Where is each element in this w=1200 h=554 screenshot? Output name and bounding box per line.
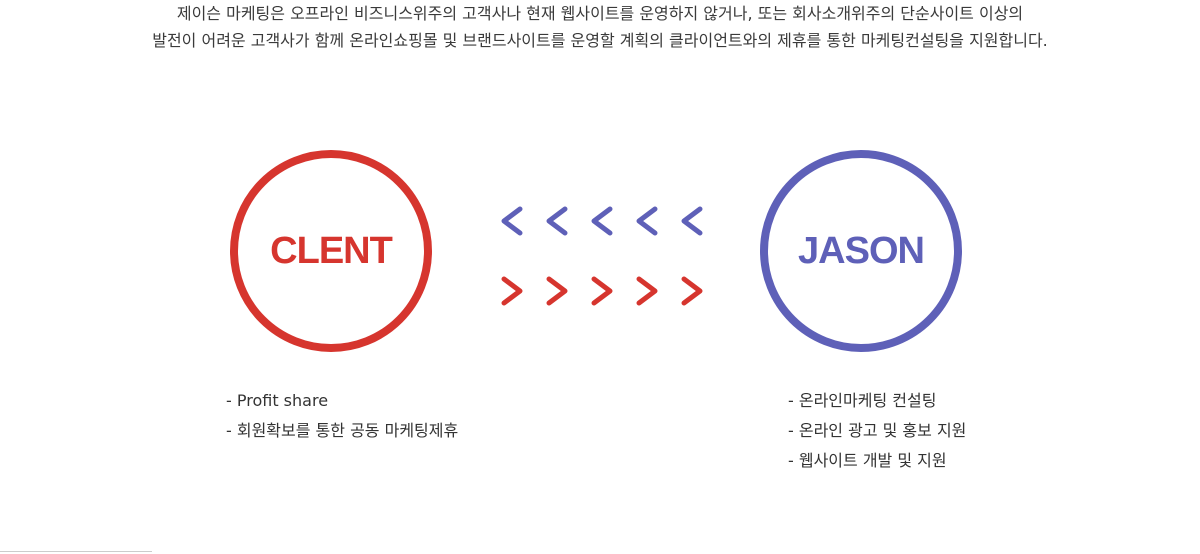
- client-benefits-list: Profit share 회원확보를 통한 공동 마케팅제휴: [226, 386, 458, 446]
- intro-line-2: 발전이 어려운 고객사가 함께 온라인쇼핑몰 및 브랜드사이트를 운영할 계획의…: [152, 31, 1048, 50]
- chevron-left-icon: [681, 206, 703, 236]
- jason-label: JASON: [798, 229, 925, 272]
- jason-service-item: 온라인 광고 및 홍보 지원: [788, 416, 967, 446]
- chevron-right-icon: [681, 276, 703, 306]
- chevron-left-icon: [591, 206, 613, 236]
- chevron-right-icon: [636, 276, 658, 306]
- intro-text: 제이슨 마케팅은 오프라인 비즈니스위주의 고객사나 현재 웹사이트를 운영하지…: [0, 0, 1200, 54]
- jason-service-item: 웹사이트 개발 및 지원: [788, 446, 966, 476]
- exchange-arrows: [501, 206, 703, 306]
- chevron-left-icon: [636, 206, 658, 236]
- client-circle: CLENT: [230, 150, 432, 352]
- chevron-left-icon: [501, 206, 523, 236]
- jason-service-item: 온라인마케팅 컨설팅: [788, 386, 966, 416]
- chevron-right-icon: [546, 276, 568, 306]
- chevron-left-icon: [546, 206, 568, 236]
- jason-circle: JASON: [760, 150, 962, 352]
- chevron-right-icon: [591, 276, 613, 306]
- jason-services-list: 온라인마케팅 컨설팅 온라인 광고 및 홍보 지원 웹사이트 개발 및 지원: [788, 386, 967, 476]
- divider-line: [0, 551, 152, 552]
- chevron-right-icon: [501, 276, 523, 306]
- intro-line-1: 제이슨 마케팅은 오프라인 비즈니스위주의 고객사나 현재 웹사이트를 운영하지…: [176, 4, 1024, 23]
- client-benefit-item: Profit share: [226, 386, 458, 416]
- client-label: CLENT: [270, 229, 393, 272]
- client-benefit-item: 회원확보를 통한 공동 마케팅제휴: [226, 416, 458, 446]
